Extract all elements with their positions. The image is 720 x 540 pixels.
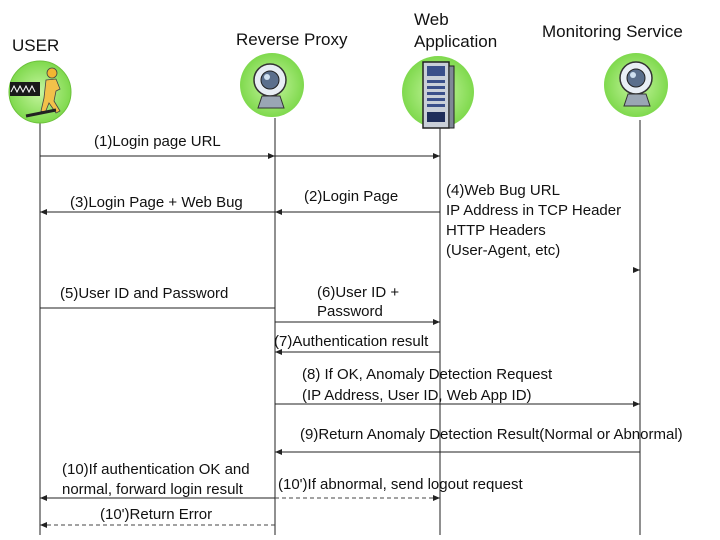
message-3-label: (3)Login Page + Web Bug: [70, 194, 243, 211]
message-4-label-2: IP Address in TCP Header: [446, 202, 622, 219]
message-6-label-1: (6)User ID +: [317, 284, 400, 301]
message-10-label-2: normal, forward login result: [62, 481, 243, 498]
message-10-label-1: (10)If authentication OK and: [62, 461, 250, 478]
message-8-label-1: (8) If OK, Anomaly Detection Request: [302, 366, 553, 383]
message-1-label: (1)Login page URL: [94, 133, 221, 150]
actor-proxy-title: Reverse Proxy: [236, 30, 348, 49]
message-2-label: (2)Login Page: [304, 188, 399, 205]
message-7-label: (7)Authentication result: [274, 333, 429, 350]
actor-webapp-title-1: Web: [414, 10, 449, 29]
message-8-label-2: (IP Address, User ID, Web App ID): [302, 387, 532, 404]
actor-monitor-title: Monitoring Service: [542, 22, 683, 41]
message-4-label-4: (User-Agent, etc): [446, 242, 561, 259]
server-tower-icon: [402, 56, 474, 129]
message-6-label-2: Password: [317, 303, 383, 320]
message-10p-error-label: (10')Return Error: [100, 506, 213, 523]
message-9-label: (9)Return Anomaly Detection Result(Norma…: [300, 426, 683, 443]
actor-user-title: USER: [12, 36, 60, 55]
webcam-icon: [604, 53, 668, 117]
actor-webapp-title-2: Application: [414, 32, 498, 51]
message-5-label: (5)User ID and Password: [60, 285, 229, 302]
message-4-label-1: (4)Web Bug URL: [446, 182, 560, 199]
message-10p-logout-label: (10')If abnormal, send logout request: [278, 476, 523, 493]
person-walking-icon: [8, 60, 72, 124]
webcam-icon: [240, 53, 304, 117]
message-4-label-3: HTTP Headers: [446, 222, 546, 239]
